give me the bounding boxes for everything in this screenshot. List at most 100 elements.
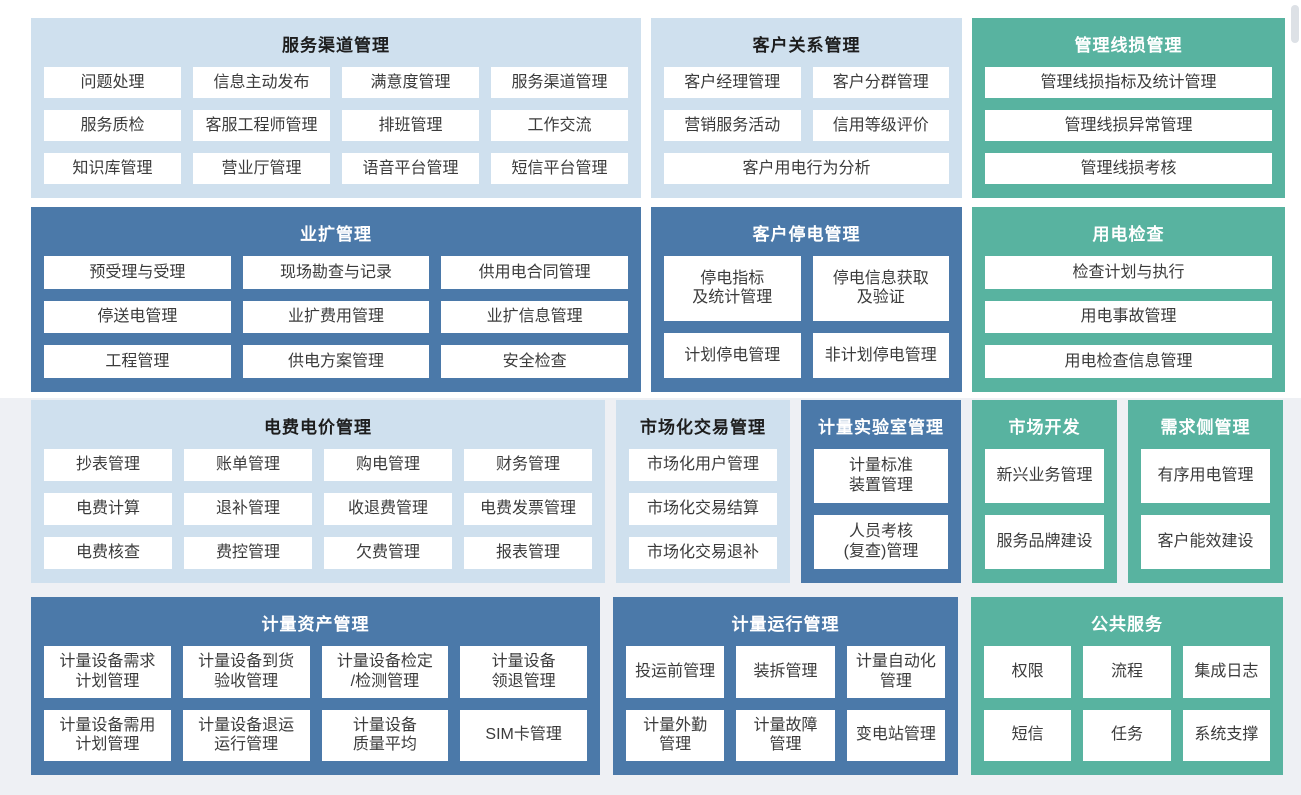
module-item: 工作交流	[491, 110, 628, 141]
module-item: 语音平台管理	[342, 153, 479, 184]
block-service-channel-management: 服务渠道管理问题处理信息主动发布满意度管理服务渠道管理服务质检客服工程师管理排班…	[31, 18, 641, 198]
block-electricity-fee-price-management: 电费电价管理抄表管理账单管理购电管理财务管理电费计算退补管理收退费管理电费发票管…	[31, 400, 605, 583]
module-item: 新兴业务管理	[985, 449, 1104, 503]
module-item: 电费计算	[44, 493, 172, 525]
module-item: 计量设备到货 验收管理	[182, 646, 310, 698]
module-item: 集成日志	[1182, 646, 1270, 698]
module-item: 计划停电管理	[664, 332, 801, 378]
module-item: 费控管理	[184, 537, 312, 569]
market-development-title: 市场开发	[1008, 418, 1081, 437]
module-item: 变电站管理	[846, 709, 945, 761]
module-item: 安全检查	[441, 345, 628, 378]
service-channel-management-items: 问题处理信息主动发布满意度管理服务渠道管理服务质检客服工程师管理排班管理工作交流…	[44, 67, 628, 184]
module-item: 人员考核 (复查)管理	[814, 515, 948, 569]
upper-section: 服务渠道管理问题处理信息主动发布满意度管理服务渠道管理服务质检客服工程师管理排班…	[31, 18, 1301, 392]
business-expansion-management-items: 预受理与受理现场勘查与记录供用电合同管理停送电管理业扩费用管理业扩信息管理工程管…	[44, 256, 628, 378]
module-item: 短信平台管理	[491, 153, 628, 184]
module-item: 计量设备退运 运行管理	[182, 709, 310, 761]
module-item: 市场化交易结算	[629, 493, 777, 525]
module-item: 用电检查信息管理	[985, 345, 1272, 378]
module-item: 市场化交易退补	[629, 537, 777, 569]
module-item: 非计划停电管理	[812, 332, 949, 378]
module-item: 计量设备 质量平均	[321, 709, 449, 761]
module-item: 排班管理	[342, 110, 479, 141]
metering-operation-management-title: 计量运行管理	[731, 615, 840, 634]
power-use-inspection-title: 用电检查	[1092, 225, 1165, 244]
module-item: 供用电合同管理	[441, 256, 628, 289]
block-market-development: 市场开发新兴业务管理服务品牌建设	[972, 400, 1117, 583]
module-item: 购电管理	[324, 449, 452, 481]
power-use-inspection-items: 检查计划与执行用电事故管理用电检查信息管理	[985, 256, 1272, 378]
module-item: 账单管理	[184, 449, 312, 481]
module-item: 停电信息获取 及验证	[812, 256, 949, 321]
block-metering-operation-management: 计量运行管理投运前管理装拆管理计量自动化 管理计量外勤 管理计量故障 管理变电站…	[613, 597, 958, 775]
module-item: 客户用电行为分析	[664, 153, 949, 184]
module-item: 管理线损考核	[985, 153, 1272, 184]
module-item: 计量设备需求 计划管理	[44, 646, 171, 698]
module-item: 收退费管理	[324, 493, 452, 525]
market-trading-management-title: 市场化交易管理	[640, 418, 766, 437]
module-item: 供电方案管理	[242, 345, 430, 378]
customer-outage-management-items: 停电指标 及统计管理停电信息获取 及验证计划停电管理非计划停电管理	[664, 256, 949, 378]
demand-side-management-title: 需求侧管理	[1160, 418, 1251, 437]
module-item: 装拆管理	[736, 646, 835, 698]
metering-asset-management-items: 计量设备需求 计划管理计量设备到货 验收管理计量设备检定 /检测管理计量设备 领…	[44, 646, 587, 761]
module-item: 计量设备 领退管理	[460, 646, 587, 698]
module-item: 计量故障 管理	[736, 709, 835, 761]
module-item: 信息主动发布	[193, 67, 330, 98]
module-item: 电费发票管理	[464, 493, 592, 525]
block-customer-relationship-management: 客户关系管理客户经理管理客户分群管理营销服务活动信用等级评价客户用电行为分析	[651, 18, 962, 198]
module-item: 管理线损异常管理	[985, 110, 1272, 141]
module-item: 客服工程师管理	[193, 110, 330, 141]
demand-side-management-items: 有序用电管理客户能效建设	[1141, 449, 1270, 569]
business-expansion-management-title: 业扩管理	[300, 225, 372, 244]
module-item: 退补管理	[184, 493, 312, 525]
module-item: 计量标准 装置管理	[814, 449, 948, 503]
metering-operation-management-items: 投运前管理装拆管理计量自动化 管理计量外勤 管理计量故障 管理变电站管理	[626, 646, 945, 761]
line-loss-management-items: 管理线损指标及统计管理管理线损异常管理管理线损考核	[985, 67, 1272, 184]
module-item: 业扩信息管理	[441, 300, 628, 334]
module-item: 工程管理	[44, 345, 231, 378]
module-item: 有序用电管理	[1141, 449, 1270, 503]
block-public-services: 公共服务权限流程集成日志短信任务系统支撑	[971, 597, 1283, 775]
module-item: 市场化用户管理	[629, 449, 777, 481]
line-loss-management-title: 管理线损管理	[1074, 36, 1183, 55]
module-item: SIM卡管理	[460, 709, 587, 761]
block-metering-asset-management: 计量资产管理计量设备需求 计划管理计量设备到货 验收管理计量设备检定 /检测管理…	[31, 597, 600, 775]
module-item: 停电指标 及统计管理	[664, 256, 801, 321]
module-item: 短信	[984, 709, 1072, 761]
module-item: 客户经理管理	[664, 67, 801, 98]
module-item: 抄表管理	[44, 449, 172, 481]
row-2: 业扩管理预受理与受理现场勘查与记录供用电合同管理停送电管理业扩费用管理业扩信息管…	[31, 207, 1301, 392]
customer-relationship-management-items: 客户经理管理客户分群管理营销服务活动信用等级评价客户用电行为分析	[664, 67, 949, 184]
module-item: 用电事故管理	[985, 300, 1272, 334]
metering-asset-management-title: 计量资产管理	[261, 615, 370, 634]
module-item: 权限	[984, 646, 1072, 698]
module-item: 管理线损指标及统计管理	[985, 67, 1272, 98]
block-demand-side-management: 需求侧管理有序用电管理客户能效建设	[1128, 400, 1283, 583]
module-item: 问题处理	[44, 67, 181, 98]
module-item: 服务渠道管理	[491, 67, 628, 98]
module-item: 流程	[1083, 646, 1171, 698]
electricity-fee-price-management-title: 电费电价管理	[264, 418, 372, 437]
module-item: 营业厅管理	[193, 153, 330, 184]
module-item: 财务管理	[464, 449, 592, 481]
module-item: 系统支撑	[1182, 709, 1270, 761]
module-item: 计量外勤 管理	[626, 709, 725, 761]
row-1: 服务渠道管理问题处理信息主动发布满意度管理服务渠道管理服务质检客服工程师管理排班…	[31, 18, 1301, 198]
module-item: 营销服务活动	[664, 110, 801, 141]
scrollbar-thumb[interactable]	[1291, 5, 1299, 43]
row-3: 电费电价管理抄表管理账单管理购电管理财务管理电费计算退补管理收退费管理电费发票管…	[31, 400, 1301, 583]
module-item: 预受理与受理	[44, 256, 231, 289]
market-trading-management-items: 市场化用户管理市场化交易结算市场化交易退补	[629, 449, 777, 569]
block-customer-outage-management: 客户停电管理停电指标 及统计管理停电信息获取 及验证计划停电管理非计划停电管理	[651, 207, 962, 392]
block-power-use-inspection: 用电检查检查计划与执行用电事故管理用电检查信息管理	[972, 207, 1285, 392]
module-item: 信用等级评价	[812, 110, 949, 141]
service-channel-management-title: 服务渠道管理	[282, 36, 390, 55]
block-line-loss-management: 管理线损管理管理线损指标及统计管理管理线损异常管理管理线损考核	[972, 18, 1285, 198]
module-item: 客户分群管理	[812, 67, 949, 98]
module-item: 业扩费用管理	[242, 300, 430, 334]
module-item: 计量设备需用 计划管理	[44, 709, 171, 761]
module-item: 检查计划与执行	[985, 256, 1272, 289]
